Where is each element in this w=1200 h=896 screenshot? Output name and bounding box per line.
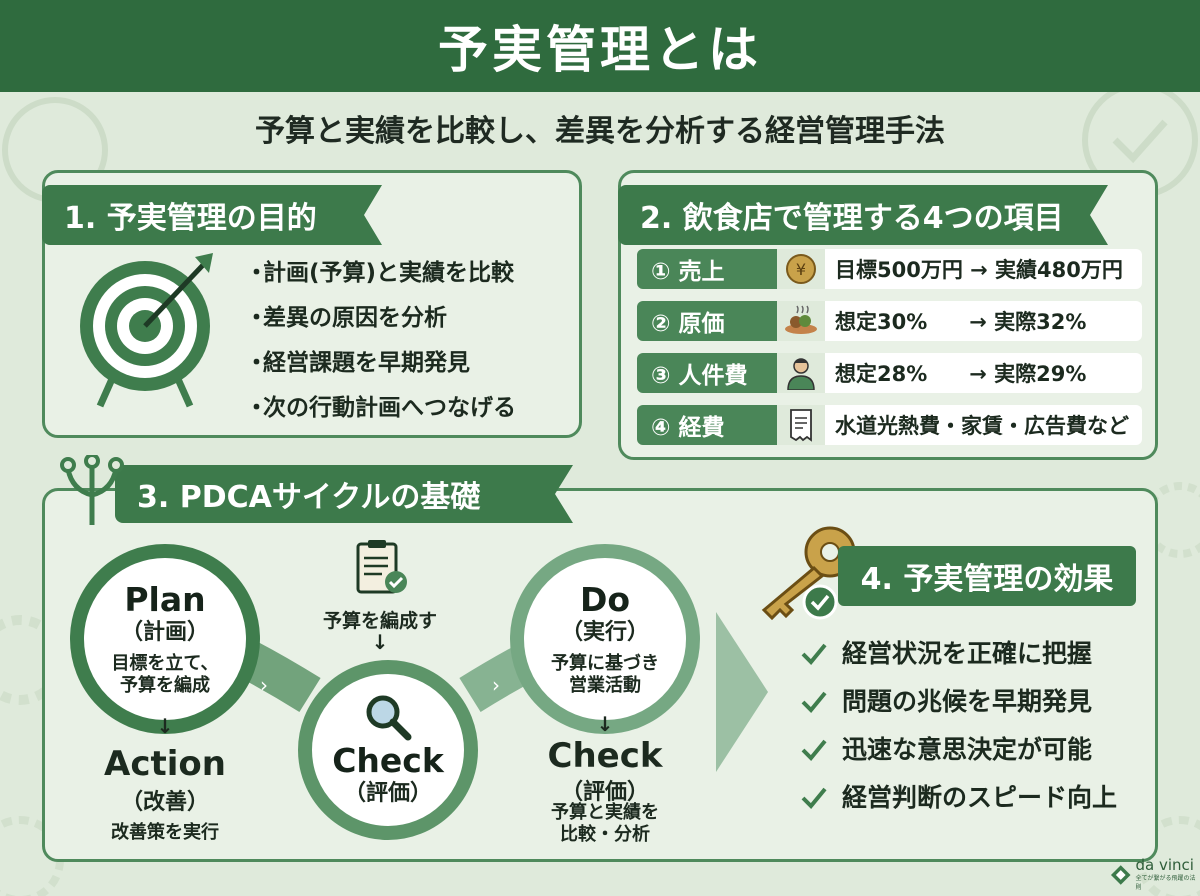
- do-jp: （実行）: [560, 620, 649, 645]
- page-title: 予実管理とは: [438, 21, 762, 79]
- svg-text:›: ›: [260, 673, 268, 697]
- check-circle: Check （評価）: [298, 660, 478, 840]
- down-arrow: ↓: [371, 630, 389, 654]
- check-icon: [801, 691, 827, 713]
- item-value: 想定30% → 実際32%: [825, 301, 1142, 341]
- do-circle: Do （実行） 予算に基づき営業活動: [510, 544, 700, 734]
- item-value: 想定28% → 実際29%: [825, 353, 1142, 393]
- plan-circle: Plan （計画） 目標を立て、予算を編成: [70, 544, 260, 734]
- target-icon: [80, 253, 213, 408]
- big-arrow: [716, 612, 768, 772]
- food-plate-icon: [777, 301, 825, 341]
- check-jp: （評価）: [343, 781, 432, 806]
- check-right-desc: 予算と実績を比較・分析: [551, 802, 659, 845]
- item-label: ④ 経費: [637, 405, 777, 445]
- item-label: ③ 人件費: [637, 353, 777, 393]
- item-value: 水道光熱費・家賃・広告費など: [825, 405, 1142, 445]
- purpose-item: ・差異の原因を分析: [245, 305, 447, 331]
- down-arrow: ↓: [156, 714, 174, 738]
- check-label: Check: [332, 741, 444, 780]
- action-label: Action: [104, 744, 226, 784]
- item-row-expense: ④ 経費 水道光熱費・家賃・広告費など: [637, 405, 1142, 445]
- action-jp: （改善）: [120, 790, 209, 815]
- purpose-title: 1. 予実管理の目的: [42, 185, 382, 245]
- purpose-list: ・計画(予算)と実績を比較 ・差異の原因を分析 ・経営課題を早期発見 ・次の行動…: [245, 251, 516, 431]
- items-panel: 2. 飲食店で管理する4つの項目 ① 売上 ¥ 目標500万円 → 実績480万…: [618, 170, 1158, 460]
- check-right-label: Check: [547, 736, 663, 776]
- svg-text:›: ›: [492, 673, 500, 697]
- brand-tagline: 全てが繋がる飛躍の法則: [1135, 875, 1196, 891]
- effect-item: 迅速な意思決定が可能: [800, 726, 1117, 774]
- page-header: 予実管理とは: [0, 0, 1200, 92]
- plan-desc: 目標を立て、予算を編成: [111, 653, 219, 696]
- item-row-cost: ② 原価 想定30% → 実際32%: [637, 301, 1142, 341]
- brand-logo: da vinci 全てが繋がる飛躍の法則: [1110, 858, 1200, 891]
- staff-icon: [777, 353, 825, 393]
- items-title: 2. 飲食店で管理する4つの項目: [618, 185, 1108, 245]
- do-label: Do: [579, 580, 631, 619]
- plan-label: Plan: [124, 580, 206, 619]
- logo-icon: [1110, 864, 1131, 885]
- check-icon: [801, 739, 827, 761]
- action-desc: 改善策を実行: [111, 822, 219, 843]
- clipboard-icon: [356, 540, 407, 594]
- item-label: ② 原価: [637, 301, 777, 341]
- effect-item: 問題の兆候を早期発見: [800, 678, 1117, 726]
- pdca-title: 3. PDCAサイクルの基礎: [115, 465, 573, 523]
- check-right-jp: （評価）: [560, 780, 649, 805]
- item-value: 目標500万円 → 実績480万円: [825, 249, 1142, 289]
- yen-coin-icon: ¥: [777, 249, 825, 289]
- branch-icon: [60, 455, 124, 525]
- purpose-item: ・経営課題を早期発見: [245, 350, 470, 376]
- purpose-item: ・次の行動計画へつなげる: [245, 395, 516, 421]
- effect-item: 経営状況を正確に把握: [800, 630, 1117, 678]
- effect-item: 経営判断のスピード向上: [800, 774, 1117, 822]
- do-desc: 予算に基づき営業活動: [551, 653, 659, 696]
- check-icon: [801, 787, 827, 809]
- effect-list: 経営状況を正確に把握 問題の兆候を早期発見 迅速な意思決定が可能 経営判断のスピ…: [800, 630, 1117, 822]
- brand-name: da vinci: [1135, 856, 1194, 874]
- item-row-sales: ① 売上 ¥ 目標500万円 → 実績480万円: [637, 249, 1142, 289]
- check-icon: [801, 643, 827, 665]
- down-arrow: ↓: [596, 712, 614, 736]
- magnifier-icon: [366, 695, 412, 741]
- purpose-panel: 1. 予実管理の目的 ・計画(予算)と実績を比較 ・差異の原因を分析 ・経営課題…: [42, 170, 582, 438]
- svg-text:¥: ¥: [796, 260, 806, 279]
- effect-title: 4. 予実管理の効果: [838, 546, 1136, 606]
- purpose-item: ・計画(予算)と実績を比較: [245, 260, 515, 286]
- item-label: ① 売上: [637, 249, 777, 289]
- receipt-icon: [777, 405, 825, 445]
- item-row-labor: ③ 人件費 想定28% → 実際29%: [637, 353, 1142, 393]
- plan-jp: （計画）: [120, 620, 209, 645]
- budget-note: 予算を編成す: [322, 610, 437, 632]
- page-subtitle: 予算と実績を比較し、差異を分析する経営管理手法: [255, 114, 945, 149]
